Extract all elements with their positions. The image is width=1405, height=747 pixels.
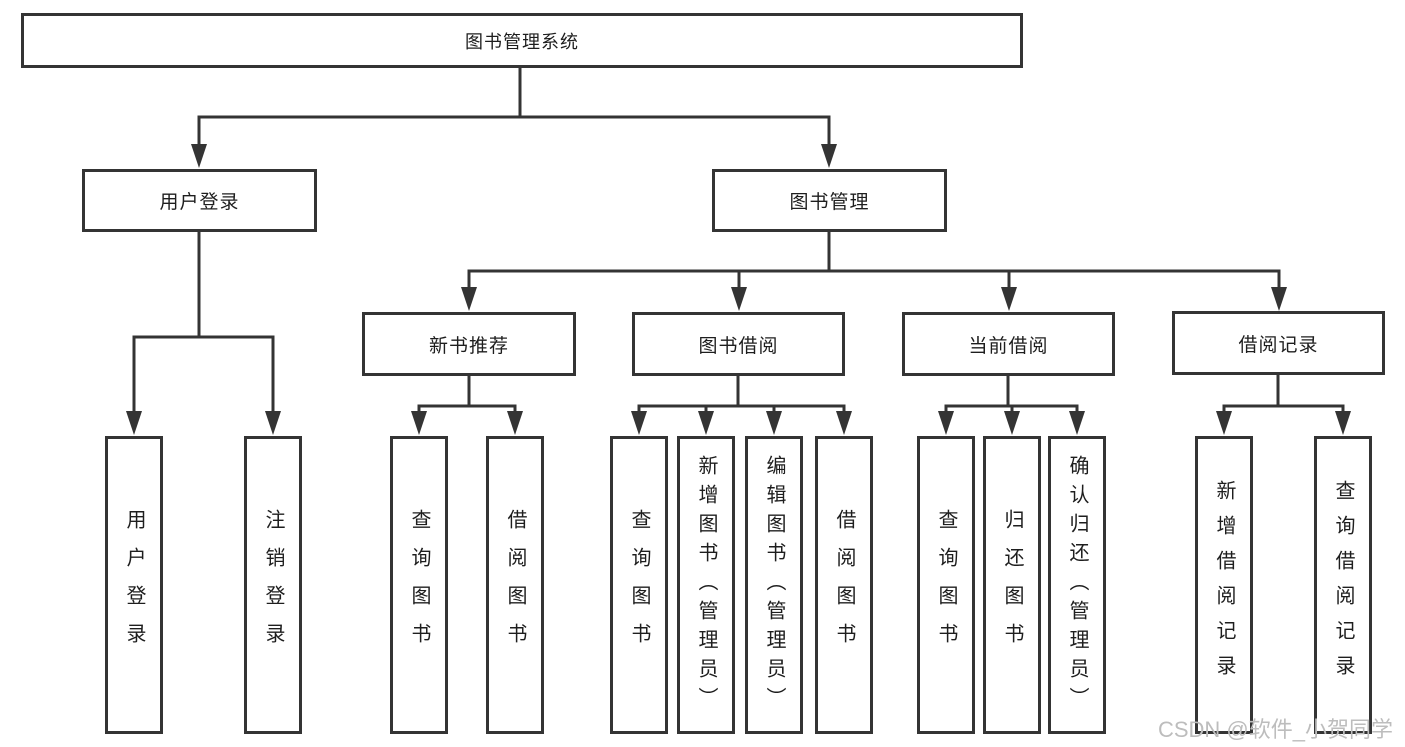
node-label: 当前借阅	[968, 335, 1049, 357]
node-label: 编辑图书（管理员）	[763, 454, 785, 716]
leaf-borrow-books-recommend: 借阅图书	[486, 436, 544, 734]
arrowhead	[1271, 287, 1287, 311]
node-label: 归还图书	[1001, 509, 1023, 661]
node-new-book-recommendation: 新书推荐	[362, 312, 576, 376]
node-label: 确认归还（管理员）	[1066, 454, 1088, 716]
node-label: 查询图书	[628, 509, 650, 661]
connector-root-to-level2	[197, 68, 831, 146]
leaf-add-borrow-record: 新增借阅记录	[1195, 436, 1253, 734]
node-label: 借阅图书	[833, 509, 855, 661]
connector-user-login-children	[132, 232, 275, 412]
leaf-edit-books-admin: 编辑图书（管理员）	[745, 436, 803, 734]
node-book-borrowing: 图书借阅	[632, 312, 845, 376]
node-label: 借阅记录	[1238, 334, 1319, 356]
node-label: 新增借阅记录	[1213, 480, 1235, 690]
arrowhead	[126, 411, 142, 435]
connector-book-borrow-children	[637, 376, 846, 412]
node-label: 注销登录	[262, 509, 284, 661]
node-label: 查询图书	[408, 509, 430, 661]
arrowhead	[1216, 411, 1232, 435]
connector-book-mgmt-children	[467, 232, 1281, 288]
arrowhead	[766, 411, 782, 435]
node-label: 图书借阅	[698, 335, 779, 357]
node-book-management: 图书管理	[712, 169, 947, 232]
leaf-add-books-admin: 新增图书（管理员）	[677, 436, 735, 734]
arrowhead	[836, 411, 852, 435]
connector-lines	[132, 68, 1345, 412]
node-label: 新书推荐	[428, 335, 509, 357]
arrowhead	[1004, 411, 1020, 435]
arrowheads	[126, 144, 1351, 435]
arrowhead	[265, 411, 281, 435]
arrowhead	[731, 287, 747, 311]
connector-current-borrow-children	[944, 376, 1079, 412]
leaf-query-books-current: 查询图书	[917, 436, 975, 734]
node-label: 借阅图书	[504, 509, 526, 661]
node-label: 用户登录	[123, 509, 145, 661]
node-user-login: 用户登录	[82, 169, 317, 232]
arrowhead	[938, 411, 954, 435]
node-current-borrowing: 当前借阅	[902, 312, 1115, 376]
connector-borrow-record-children	[1222, 375, 1345, 412]
leaf-confirm-return-admin: 确认归还（管理员）	[1048, 436, 1106, 734]
node-label: 图书管理系统	[465, 31, 579, 52]
leaf-borrow-books: 借阅图书	[815, 436, 873, 734]
arrowhead	[191, 144, 207, 168]
arrowhead	[631, 411, 647, 435]
arrowhead	[411, 411, 427, 435]
node-label: 图书管理	[789, 192, 870, 213]
arrowhead	[1335, 411, 1351, 435]
node-label: 新增图书（管理员）	[695, 454, 717, 716]
arrowhead	[461, 287, 477, 311]
csdn-watermark: CSDN @软件_小贺同学	[1157, 717, 1393, 742]
connector-new-book-rec-children	[417, 376, 517, 412]
node-borrowing-records: 借阅记录	[1172, 311, 1385, 375]
arrowhead	[1001, 287, 1017, 311]
node-label: 查询借阅记录	[1332, 480, 1354, 690]
arrowhead	[507, 411, 523, 435]
leaf-query-borrow-record: 查询借阅记录	[1314, 436, 1372, 734]
node-library-management-system: 图书管理系统	[21, 13, 1023, 68]
node-label: 用户登录	[159, 192, 240, 213]
arrowhead	[821, 144, 837, 168]
leaf-user-login: 用户登录	[105, 436, 163, 734]
leaf-query-books-borrow: 查询图书	[610, 436, 668, 734]
leaf-query-books-recommend: 查询图书	[390, 436, 448, 734]
leaf-logout: 注销登录	[244, 436, 302, 734]
node-label: 查询图书	[935, 509, 957, 661]
leaf-return-books: 归还图书	[983, 436, 1041, 734]
arrowhead	[1069, 411, 1085, 435]
arrowhead	[698, 411, 714, 435]
